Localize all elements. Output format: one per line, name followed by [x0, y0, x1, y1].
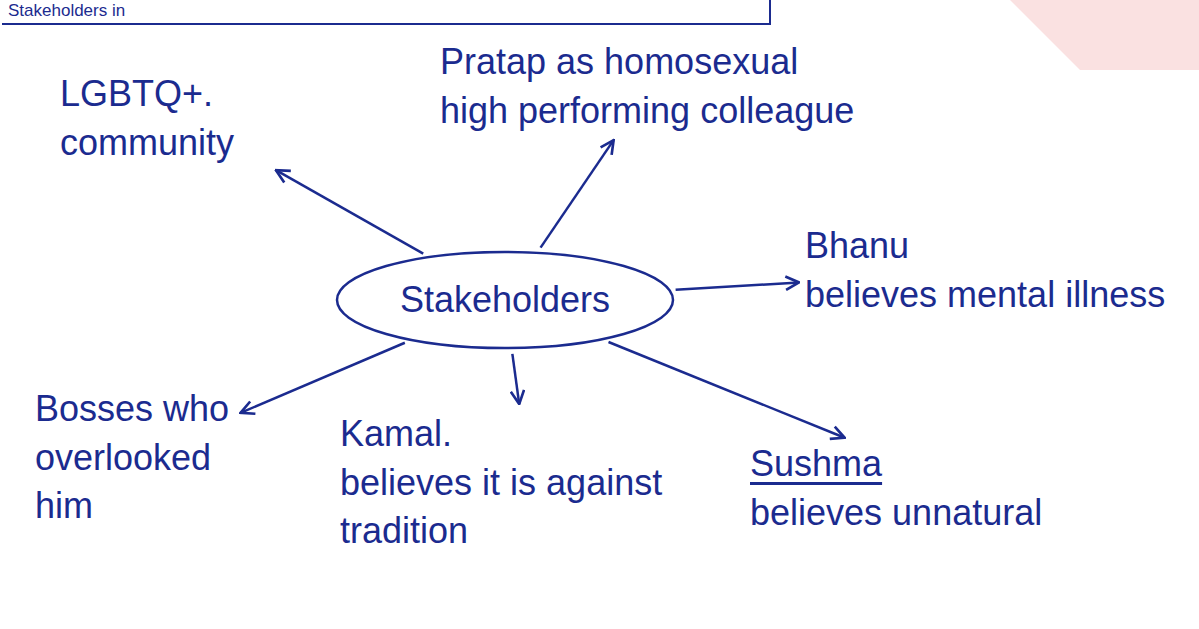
connector-arrow: [541, 140, 614, 248]
connector-arrow: [609, 342, 845, 438]
connector-arrow: [241, 343, 405, 413]
node-heading: Pratap as homosexual high performing col…: [440, 38, 860, 135]
node-body: believes mental illness: [805, 271, 1190, 320]
stakeholder-note: LGBTQ+. community: [60, 70, 310, 167]
page-title: Stakeholders in: [8, 1, 125, 21]
node-heading: Sushma: [750, 440, 1190, 489]
ellipse-shape: [337, 252, 673, 348]
node-body: believes it is against tradition: [340, 459, 720, 556]
stakeholder-note: Kamal.believes it is against tradition: [340, 410, 720, 556]
stakeholder-note: Sushmabelieves unnatural: [750, 440, 1190, 537]
node-body: believes unnatural: [750, 489, 1190, 538]
connector-arrow: [676, 282, 799, 289]
stakeholder-note: Bosses who overlooked him: [35, 385, 235, 531]
text-holder: Stakeholders: [400, 276, 610, 325]
connector-arrow: [276, 170, 423, 253]
node-heading: Bosses who overlooked him: [35, 385, 235, 531]
node-heading: LGBTQ+. community: [60, 70, 310, 167]
node-heading: Stakeholders: [400, 276, 610, 325]
stakeholder-note: Pratap as homosexual high performing col…: [440, 38, 860, 135]
connector-arrow: [512, 354, 519, 404]
title-underline: [2, 0, 770, 24]
stakeholder-note: Bhanubelieves mental illness: [805, 222, 1190, 319]
node-heading: Bhanu: [805, 222, 1190, 271]
central-ellipse: Stakeholders: [335, 250, 675, 350]
node-heading: Kamal.: [340, 410, 720, 459]
watermark-band: [1010, 0, 1199, 70]
